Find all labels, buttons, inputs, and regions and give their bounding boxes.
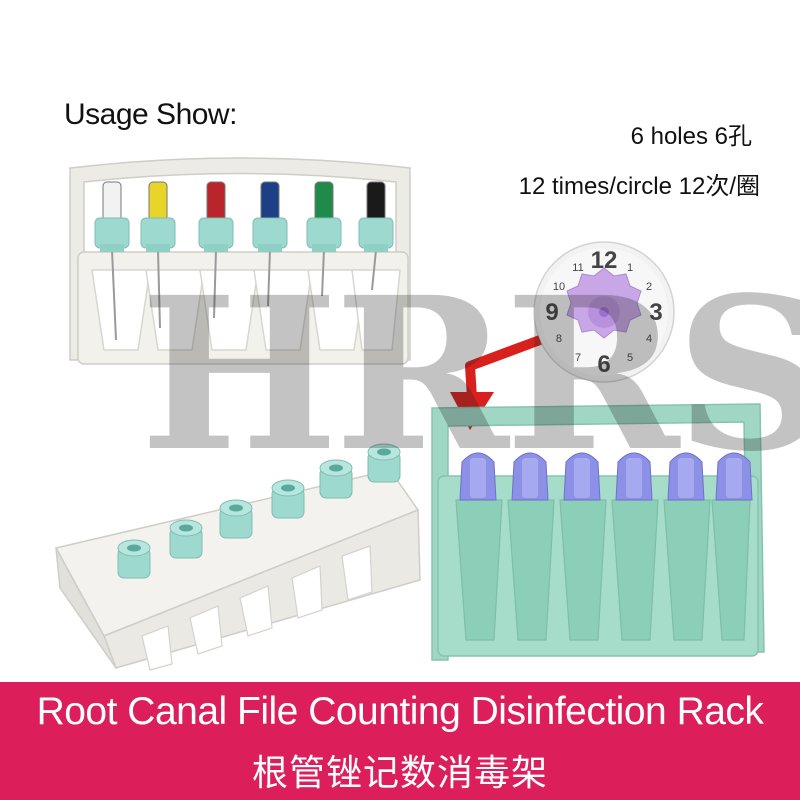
mint-cap [319, 459, 353, 499]
title-chinese: 根管锉记数消毒架 [251, 753, 548, 794]
file-handle [94, 181, 130, 252]
watermark: HRRS [140, 251, 800, 498]
mint-rack [431, 403, 765, 661]
purple-cap [511, 452, 549, 501]
file-handle [198, 181, 234, 252]
dial-number: 3 [649, 299, 662, 326]
dial-number: 8 [556, 333, 562, 345]
dial-number: 1 [627, 262, 633, 274]
dial-number: 5 [627, 352, 633, 364]
dial-number: 7 [575, 352, 581, 364]
mint-cap [219, 499, 253, 539]
white-rack [54, 443, 421, 671]
dial-number: 2 [646, 281, 652, 293]
title-banner: Root Canal File Counting Disinfection Ra… [0, 682, 800, 800]
mint-cap [169, 519, 203, 559]
purple-cap [563, 452, 601, 501]
count-spec: 12 times/circle 12次/圈 [518, 173, 760, 200]
dial-number: 6 [597, 351, 610, 378]
title-english: Root Canal File Counting Disinfection Ra… [36, 690, 764, 733]
file-handle [306, 181, 342, 252]
purple-cap [667, 452, 705, 501]
dial-number: 9 [545, 299, 558, 326]
usage-title: Usage Show: [64, 98, 237, 131]
purple-cap [615, 452, 653, 501]
dial-number: 12 [591, 247, 618, 274]
file-handle [140, 181, 176, 252]
mint-cap [117, 539, 151, 579]
mint-cap [271, 479, 305, 519]
dial-number: 10 [553, 281, 565, 293]
holes-spec: 6 holes 6孔 [630, 123, 752, 150]
purple-cap [459, 452, 497, 501]
purple-cap [715, 452, 753, 501]
mint-cap [367, 443, 401, 483]
file-handle [358, 181, 394, 252]
top-rack [69, 157, 411, 365]
dial-number: 4 [646, 333, 652, 345]
file-handle [252, 181, 288, 252]
dial-number: 11 [572, 262, 583, 274]
